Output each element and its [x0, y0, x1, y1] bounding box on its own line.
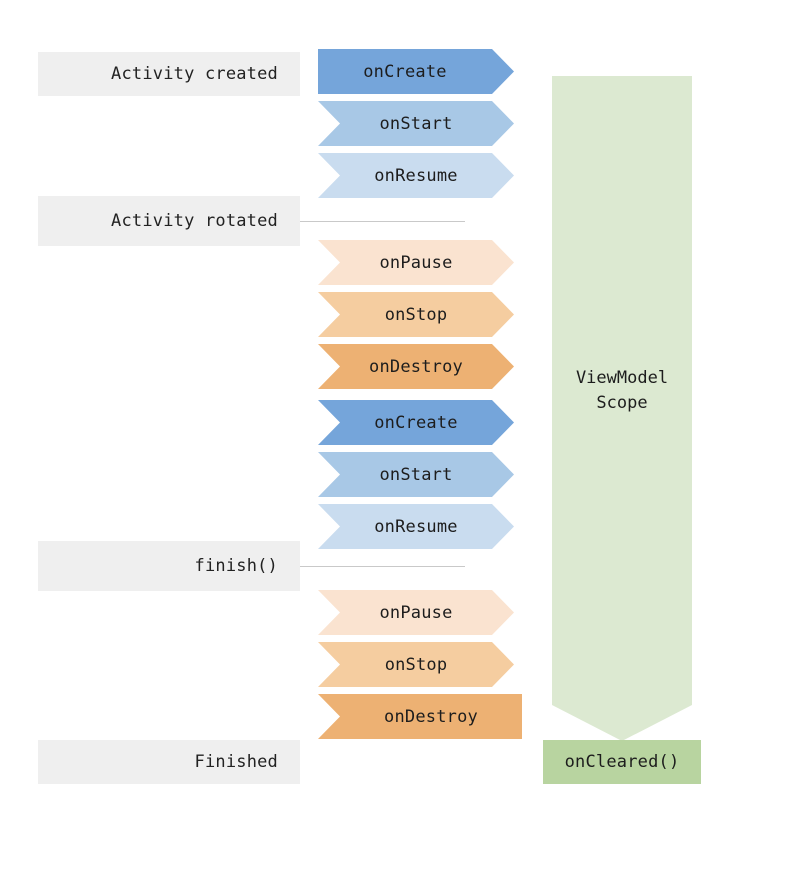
state-label-finished: Finished [38, 740, 300, 784]
viewmodel-scope-arrow-tip [552, 705, 692, 741]
lifecycle-arrow-on-stop-2: onStop [318, 642, 514, 687]
viewmodel-scope-column [552, 76, 692, 705]
lifecycle-arrow-on-pause-1: onPause [318, 240, 514, 285]
lifecycle-arrow-on-stop-1: onStop [318, 292, 514, 337]
lifecycle-arrow-on-create-1: onCreate [318, 49, 514, 94]
lifecycle-arrow-on-resume-2: onResume [318, 504, 514, 549]
lifecycle-arrow-on-create-2: onCreate [318, 400, 514, 445]
connector-line-finish [300, 566, 465, 567]
lifecycle-arrow-on-start-1: onStart [318, 101, 514, 146]
viewmodel-scope-label-line1: ViewModel [575, 367, 669, 388]
on-cleared-box: onCleared() [543, 740, 701, 784]
state-label-activity-rotated: Activity rotated [38, 196, 300, 246]
lifecycle-arrow-on-start-2: onStart [318, 452, 514, 497]
lifecycle-arrow-on-destroy-2: onDestroy [318, 694, 522, 739]
lifecycle-arrow-on-resume-1: onResume [318, 153, 514, 198]
lifecycle-arrow-on-destroy-1: onDestroy [318, 344, 514, 389]
connector-line-activity-rotated [300, 221, 465, 222]
state-label-finish: finish() [38, 541, 300, 591]
state-label-activity-created: Activity created [38, 52, 300, 96]
lifecycle-arrow-on-pause-2: onPause [318, 590, 514, 635]
viewmodel-scope-label-line2: Scope [596, 392, 648, 413]
